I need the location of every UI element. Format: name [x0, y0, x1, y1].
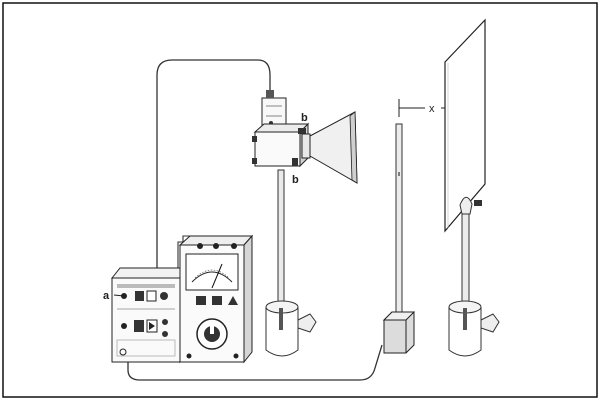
pointer-a — [113, 294, 125, 297]
power-supply — [110, 266, 190, 364]
multimeter — [178, 234, 254, 364]
label-b-bottom: b — [292, 174, 299, 186]
top-cable — [156, 59, 271, 270]
label-b-top: b — [301, 112, 308, 124]
reflector-stand — [448, 213, 500, 357]
reflector-plate — [444, 18, 486, 233]
emitter-stand — [265, 169, 317, 357]
receiver-probe — [382, 123, 416, 354]
emitter-unit — [252, 90, 358, 184]
bottom-cable — [127, 344, 383, 381]
meter-needle — [211, 263, 223, 289]
label-a: a — [103, 290, 110, 302]
label-x: x — [429, 103, 435, 115]
